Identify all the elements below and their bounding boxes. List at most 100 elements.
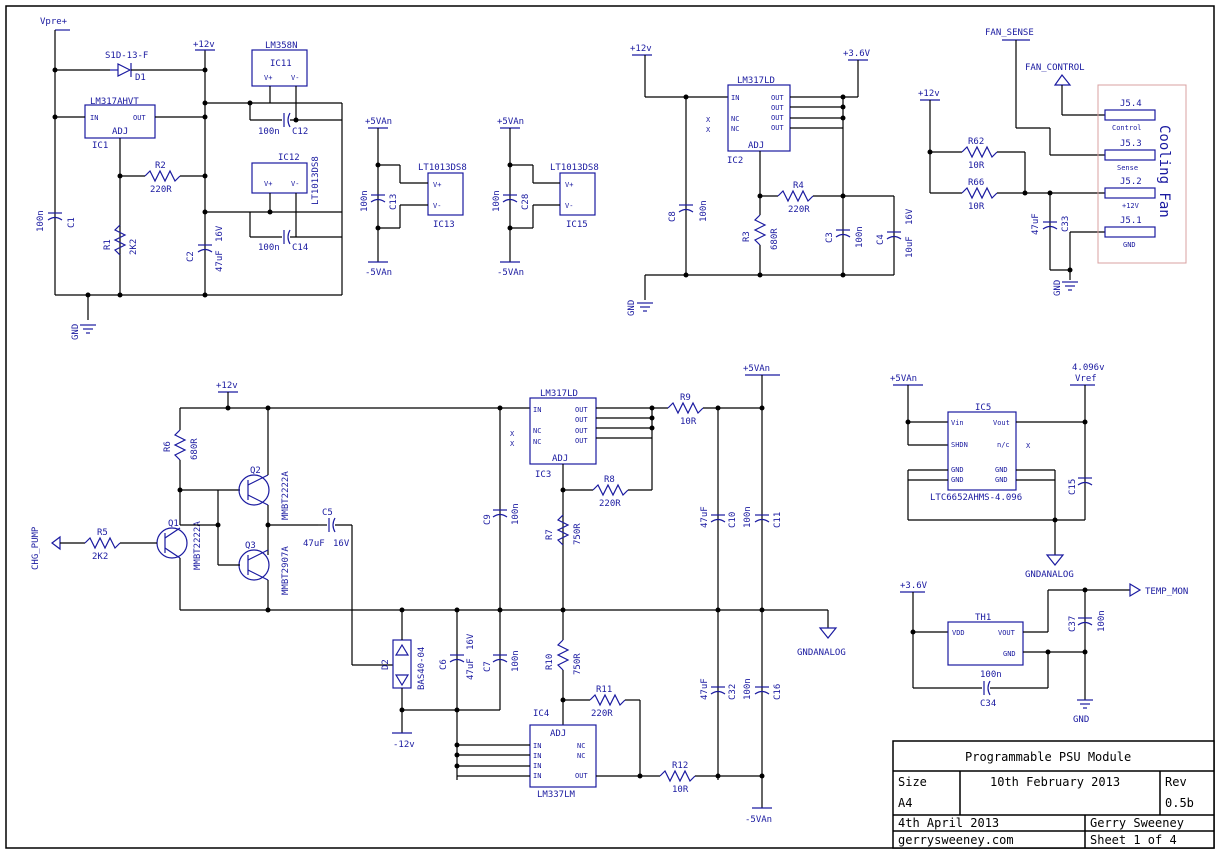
ic4-out: OUT xyxy=(575,772,588,780)
ic12-vminus: V- xyxy=(291,180,299,188)
ic5-x: X xyxy=(1026,442,1031,450)
r5-value: 2K2 xyxy=(92,552,108,562)
c1-ref: C1 xyxy=(67,217,77,228)
ic2-nc1: NC xyxy=(731,115,739,123)
ic2-out1: OUT xyxy=(771,94,784,102)
r3-ref: R3 xyxy=(742,231,752,242)
diode-d2-box xyxy=(392,639,412,689)
q2-value: MMBT2222A xyxy=(281,471,291,520)
ic11-value: LM358N xyxy=(265,41,298,51)
r66-ref: R66 xyxy=(968,178,984,188)
resistor-r4 xyxy=(777,189,814,203)
ic3-out2: OUT xyxy=(575,416,588,424)
c34-ref: C34 xyxy=(980,699,996,709)
fan-connector-outline xyxy=(1097,84,1187,264)
charge-pump-section: +12v R6 680R Q2 MMBT2222A Q3 MMBT2907A xyxy=(31,381,530,780)
j54-label: Control xyxy=(1112,124,1142,132)
c11-value: 100n xyxy=(743,506,753,528)
ic2-ref: IC2 xyxy=(727,156,743,166)
net-36v-2: +3.6V xyxy=(900,581,928,591)
gnd-2: GND xyxy=(627,300,637,316)
c37-ref: C37 xyxy=(1068,616,1078,632)
th1-section: +3.6V TH1 VDD VOUT GND TEMP_MON C37 100n… xyxy=(900,581,1188,725)
rev-label: Rev xyxy=(1165,775,1187,789)
c4-ref: C4 xyxy=(876,234,886,245)
gnd-3: GND xyxy=(1053,280,1063,296)
gnd-1: GND xyxy=(71,324,81,340)
ic12-vplus: V+ xyxy=(264,180,272,188)
d2-value: BAS40-04 xyxy=(417,647,427,690)
resistor-r5 xyxy=(84,536,121,550)
c10-value: 47uF xyxy=(700,506,710,528)
ic2-x2: X xyxy=(706,126,711,134)
net-36v-1: +3.6V xyxy=(843,49,871,59)
net-m5-c: -5VAn xyxy=(745,815,772,825)
ic11-vplus: V+ xyxy=(264,74,272,82)
r8-value: 220R xyxy=(599,499,621,509)
r12-value: 10R xyxy=(672,785,689,795)
net-m5-a: -5VAn xyxy=(365,268,392,278)
ic5-vout: Vout xyxy=(993,419,1010,427)
ic15-section: +5VAn -5VAn LT1013DS8 IC15 V+ V- 100n C2… xyxy=(492,117,599,278)
j53-label: Sense xyxy=(1117,164,1138,172)
j53-ref: J5.3 xyxy=(1120,139,1142,149)
transistor-q1 xyxy=(156,527,188,559)
r10-ref: R10 xyxy=(545,654,555,670)
j52-ref: J5.2 xyxy=(1120,177,1142,187)
transistor-q3 xyxy=(238,549,270,581)
r10-value: 750R xyxy=(573,653,583,675)
diode-d1 xyxy=(117,63,132,77)
c5-value: 47uF xyxy=(303,539,325,549)
r3-value: 680R xyxy=(770,228,780,250)
c5-voltage: 16V xyxy=(333,539,350,549)
ic2-value: LM317LD xyxy=(737,76,775,86)
ic2-adj: ADJ xyxy=(748,141,764,151)
th1-gnd: GND xyxy=(1003,650,1016,658)
resistor-r8 xyxy=(592,483,629,497)
ic4-ref: IC4 xyxy=(533,709,549,719)
net-p5-d: +5VAn xyxy=(890,374,917,384)
ic1-out: OUT xyxy=(133,114,146,122)
ic13-vminus: V- xyxy=(433,202,441,210)
ic3-x1: X xyxy=(510,430,515,438)
ic13-section: +5VAn -5VAn LT1013DS8 IC13 V+ V- 100n C1… xyxy=(360,117,467,278)
c32-value: 47uF xyxy=(700,678,710,700)
r12-ref: R12 xyxy=(672,761,688,771)
ic3-value: LM317LD xyxy=(540,389,578,399)
ic5-gnd4: GND xyxy=(995,476,1008,484)
net-12v-2: +12v xyxy=(630,44,652,54)
resistor-r3 xyxy=(753,214,767,246)
ic15-vplus: V+ xyxy=(565,181,573,189)
c8-ref: C8 xyxy=(668,211,678,222)
ic5-gnd2: GND xyxy=(951,476,964,484)
ic4-nc2: NC xyxy=(577,752,585,760)
c37-value: 100n xyxy=(1097,610,1107,632)
ic3-ref: IC3 xyxy=(535,470,551,480)
c6-ref: C6 xyxy=(439,659,449,670)
ic11-ref: IC11 xyxy=(270,59,292,69)
resistor-r6 xyxy=(173,429,187,461)
c2-ref: C2 xyxy=(186,251,196,262)
c13-ref: C13 xyxy=(389,194,399,210)
d1-value: S1D-13-F xyxy=(105,51,148,61)
c14-ref: C14 xyxy=(292,243,308,253)
net-fan-sense: FAN_SENSE xyxy=(985,28,1034,38)
ic15-value: LT1013DS8 xyxy=(550,163,599,173)
c3-value: 100n xyxy=(855,226,865,248)
d1-ref: D1 xyxy=(135,73,146,83)
th1-box xyxy=(947,621,1024,666)
net-m12v: -12v xyxy=(393,740,415,750)
r66-value: 10R xyxy=(968,202,985,212)
c2-voltage: 16V xyxy=(215,225,225,242)
r62-value: 10R xyxy=(968,161,985,171)
connector-j52 xyxy=(1104,187,1156,199)
th1-vout: VOUT xyxy=(998,629,1016,637)
c7-value: 100n xyxy=(511,650,521,672)
r9-ref: R9 xyxy=(680,393,691,403)
r11-value: 220R xyxy=(591,709,613,719)
c14-value: 100n xyxy=(258,243,280,253)
resistor-r10 xyxy=(556,639,570,671)
ic13-box xyxy=(427,172,464,216)
ic1-section: Vpre+ S1D-13-F D1 LM317AHVT IN OUT ADJ I… xyxy=(36,17,343,340)
